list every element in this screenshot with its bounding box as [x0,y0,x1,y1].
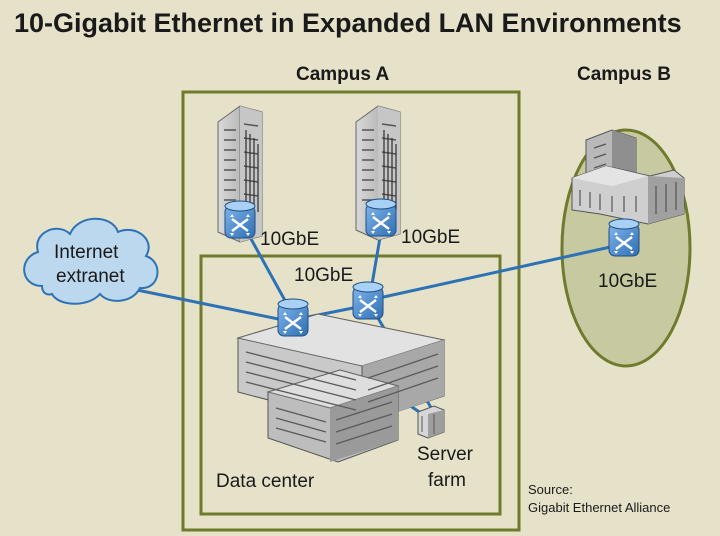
data-center-label: Data center [216,471,315,492]
switch-campus-b-icon [607,217,641,258]
source-label-line2: Gigabit Ethernet Alliance [528,500,670,515]
cloud-label-line1: Internet [54,242,119,263]
link-internet-core [136,288,294,324]
data-center-boundary [199,254,502,516]
data-center-building-icon [236,313,446,463]
link-label-tower2: 10GbE [401,227,460,248]
link-label-campus-b: 10GbE [598,271,657,292]
link-label-datacenter: 10GbE [294,265,353,286]
source-label-line1: Source: [528,482,573,497]
server-farm-icon [417,405,445,439]
switch-core-icon [276,297,310,338]
campus-a-boundary [181,90,521,532]
switch-tower1-icon [223,199,257,240]
campus-b-buildings-icon [571,129,685,225]
server-farm-label-line2: farm [428,470,466,491]
diagram-title: 10-Gigabit Ethernet in Expanded LAN Envi… [14,8,682,38]
link-label-tower1: 10GbE [260,229,319,250]
campus-b-label: Campus B [577,64,671,85]
server-farm-label-line1: Server [417,444,474,465]
switch-tower2-icon [364,197,398,238]
internet-cloud-icon [23,217,159,305]
switch-datacenter-icon [351,280,385,321]
campus-a-label: Campus A [296,64,390,85]
cloud-label-line2: extranet [56,266,125,287]
link-dc-campus-b [369,242,625,302]
